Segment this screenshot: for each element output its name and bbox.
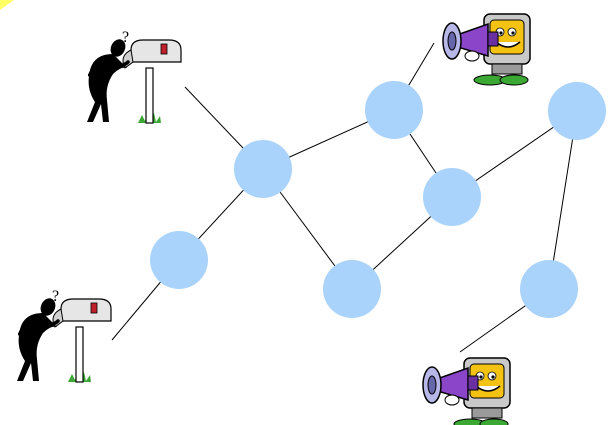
megaphone-computer-icon <box>422 357 511 425</box>
endpoint-broadcaster-bottom <box>422 357 511 425</box>
router-node-n5 <box>323 260 381 318</box>
person-mailbox-icon <box>85 34 183 125</box>
nodes-layer <box>150 81 606 318</box>
question-mark: ? <box>52 288 59 305</box>
endpoint-mailbox-top: ? <box>85 29 183 125</box>
person-mailbox-icon <box>15 293 113 384</box>
edge-n6-n7 <box>548 110 578 290</box>
router-node-n6 <box>548 82 606 140</box>
corner-accent <box>0 0 14 10</box>
endpoint-broadcaster-top <box>442 13 531 86</box>
router-node-n4 <box>423 168 481 226</box>
megaphone-computer-icon <box>442 13 531 86</box>
endpoint-mailbox-bottom: ? <box>15 288 113 384</box>
router-node-n2 <box>234 140 292 198</box>
router-node-n7 <box>520 260 578 318</box>
router-node-n3 <box>365 81 423 139</box>
question-mark: ? <box>122 29 129 46</box>
router-node-n1 <box>150 231 208 289</box>
